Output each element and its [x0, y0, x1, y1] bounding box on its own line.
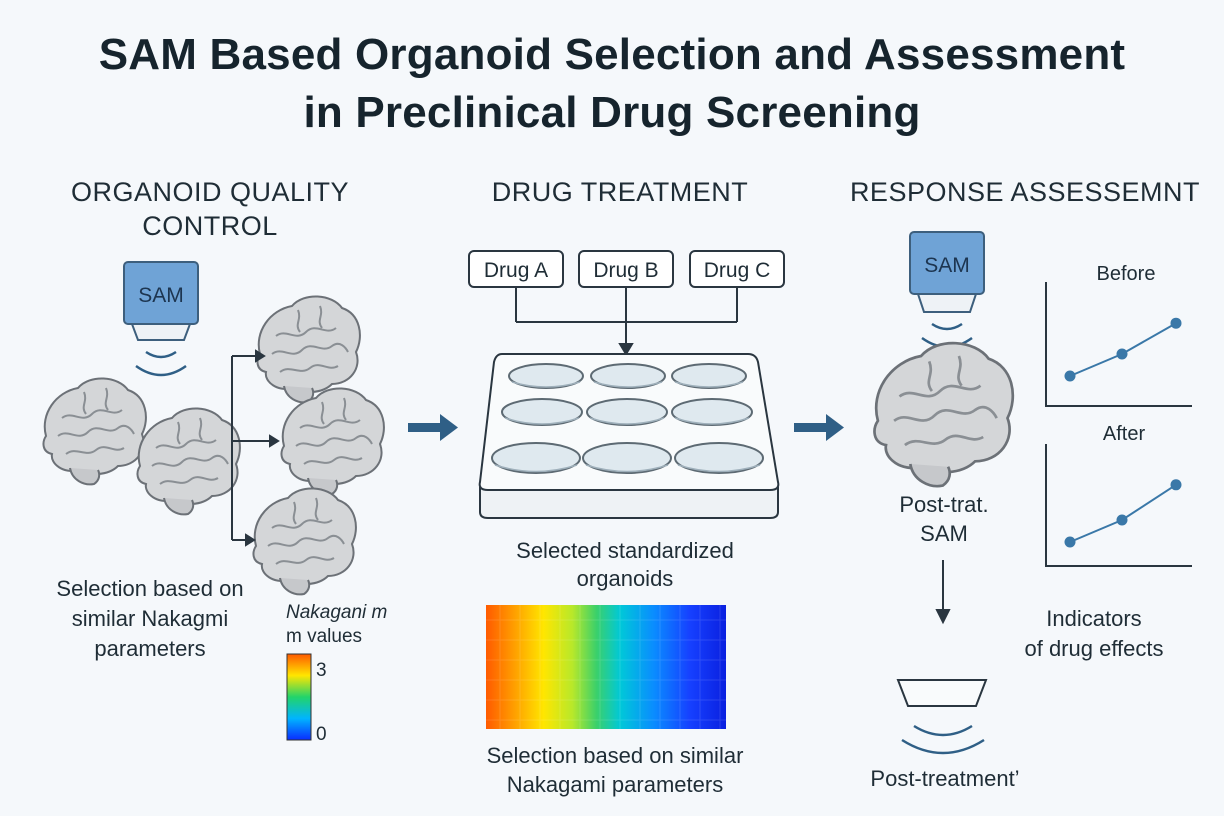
flow-arrow-icon — [794, 414, 844, 441]
qc-selection-caption: Selection based on similar Nakagmi param… — [56, 576, 244, 661]
sam-probe-icon-response — [909, 231, 985, 349]
before-chart: Before — [1045, 263, 1192, 407]
after-chart-point — [1064, 536, 1076, 548]
sam-label-qc: SAM — [138, 284, 184, 307]
flow-arrow-icon — [408, 414, 458, 441]
diagram-title-line2: in Preclinical Drug Screening — [303, 88, 921, 137]
drug-c-box: Drug C — [689, 250, 785, 288]
before-chart-title: Before — [1097, 263, 1156, 285]
after-chart-point — [1170, 479, 1182, 491]
well-plate — [478, 353, 780, 519]
colorbar — [286, 653, 312, 741]
brain-organoid-icon — [136, 407, 241, 516]
section-heading-drug-treatment: DRUG TREATMENT — [491, 177, 749, 207]
before-chart-point — [1064, 370, 1076, 382]
section-heading-response-assessment: RESPONSE ASSESSEMNT — [849, 177, 1201, 207]
heatmap-caption-line2: Nakagami parameters — [506, 772, 724, 797]
drug-a-box: Drug A — [468, 250, 564, 288]
drug-b-box: Drug B — [578, 250, 674, 288]
brain-organoid-icon — [873, 341, 1015, 488]
after-chart: After — [1045, 423, 1192, 567]
down-arrow-icon — [935, 560, 951, 625]
plate-caption-line2: organoids — [576, 566, 674, 591]
selection-branch-arrows — [231, 349, 280, 547]
drug-connector-lines — [515, 288, 738, 356]
heatmap-grid — [486, 605, 726, 729]
section-heading-quality-control: ORGANOID QUALITY CONTROL — [70, 177, 350, 241]
colorbar-title-line1: Nakagani m — [286, 602, 387, 623]
brain-organoid-icon — [280, 387, 385, 496]
post-trat-sam-line2: SAM — [920, 521, 968, 546]
sam-label-response: SAM — [924, 254, 970, 277]
before-chart-point — [1116, 348, 1128, 360]
post-treatment-probe-icon — [896, 679, 988, 755]
post-treatment-label: Post-treatment’ — [870, 766, 1020, 791]
colorbar-title-line2: m values — [286, 626, 362, 647]
post-trat-sam-line1: Post-trat. — [899, 492, 989, 517]
brain-organoid-icon — [256, 295, 361, 404]
after-chart-point — [1116, 514, 1128, 526]
after-series-line — [1069, 483, 1177, 543]
brain-organoid-icon — [42, 377, 147, 486]
after-chart-axes — [1045, 444, 1192, 567]
indicators-line2: of drug effects — [1024, 636, 1164, 661]
before-chart-axes — [1045, 282, 1192, 407]
colorbar-max-label: 3 — [316, 660, 327, 681]
indicators-line1: Indicators — [1046, 606, 1142, 631]
before-chart-point — [1170, 317, 1182, 329]
after-chart-title: After — [1103, 423, 1146, 445]
heatmap-caption-line1: Selection based on similar — [486, 743, 744, 768]
sam-probe-icon-qc — [123, 261, 199, 377]
plate-caption-line1: Selected standardized — [516, 538, 734, 563]
colorbar-min-label: 0 — [316, 724, 327, 745]
diagram-title-line1: SAM Based Organoid Selection and Assessm… — [98, 30, 1126, 79]
